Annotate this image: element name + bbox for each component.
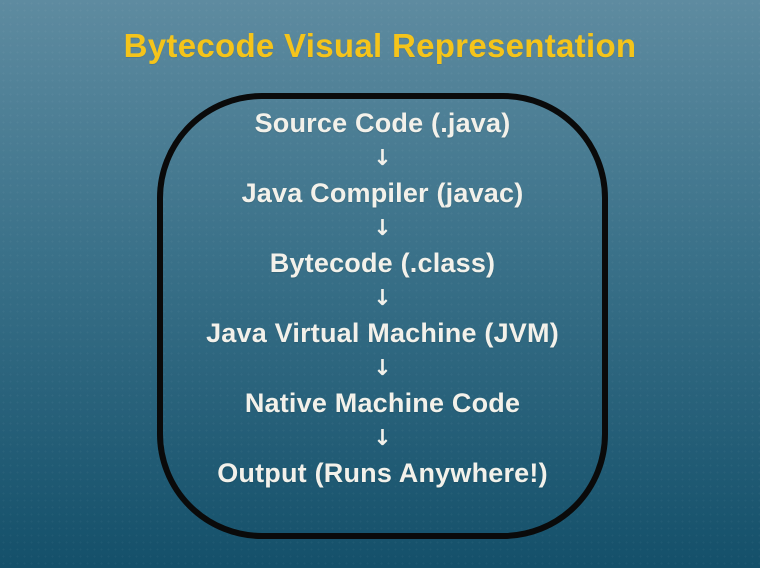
down-arrow-icon: ↓ xyxy=(373,426,392,451)
flow-step-native-code: Native Machine Code xyxy=(244,388,521,418)
down-arrow-icon: ↓ xyxy=(373,146,392,171)
flow-step-java-compiler: Java Compiler (javac) xyxy=(241,178,524,208)
down-arrow-icon: ↓ xyxy=(373,216,392,241)
down-arrow-icon: ↓ xyxy=(373,286,392,311)
flow-diagram-box: Source Code (.java) ↓ Java Compiler (jav… xyxy=(157,93,608,539)
down-arrow-icon: ↓ xyxy=(373,356,392,381)
page-title: Bytecode Visual Representation xyxy=(123,27,637,64)
flow-step-output: Output (Runs Anywhere!) xyxy=(217,458,548,488)
flow-step-jvm: Java Virtual Machine (JVM) xyxy=(206,318,559,348)
flow-step-source-code: Source Code (.java) xyxy=(254,108,511,138)
flow-step-bytecode: Bytecode (.class) xyxy=(269,248,496,278)
